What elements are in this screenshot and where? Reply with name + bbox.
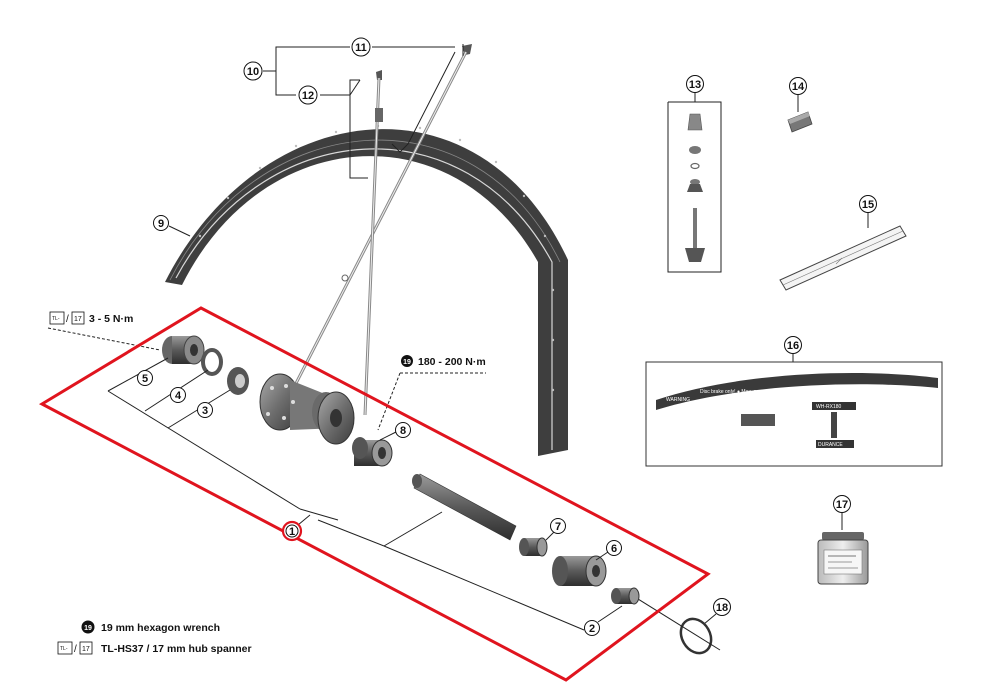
bearing-part-3 xyxy=(227,367,249,395)
hub-assembly xyxy=(47,327,640,631)
torque-lockring: TL- / 17 3 - 5 N·m xyxy=(49,311,133,325)
svg-text:/: / xyxy=(74,644,77,655)
callout-8-label: 8 xyxy=(400,425,406,437)
callout-6-label: 6 xyxy=(611,543,617,555)
legend-spanner-label: TL-HS37 / 17 mm hub spanner xyxy=(101,643,252,655)
spacer-part-7 xyxy=(519,537,548,557)
spoke-bracket-11 xyxy=(391,51,456,153)
callout-18[interactable]: 18 xyxy=(713,598,731,616)
callout-16-label: 16 xyxy=(787,340,799,352)
callout-12-label: 12 xyxy=(302,90,314,102)
decal-brand: DURANCE xyxy=(818,442,843,448)
legend-hex-label: 19 mm hexagon wrench xyxy=(101,622,220,634)
highlight-frame xyxy=(38,306,711,682)
spoke-bracket-12 xyxy=(349,79,368,179)
tire-valve-nut-part-14 xyxy=(787,94,813,133)
cassette-body-part-6 xyxy=(552,555,607,587)
callout-13[interactable]: 13 xyxy=(686,75,704,93)
decal-brand-plate xyxy=(816,440,854,448)
torque-axle-value: 180 - 200 N·m xyxy=(418,356,486,368)
valve-set-frame xyxy=(667,101,722,273)
svg-text:/: / xyxy=(66,314,69,325)
callout-17[interactable]: 17 xyxy=(833,495,851,513)
callout-14[interactable]: 14 xyxy=(789,77,807,95)
decal-warning: WARNING xyxy=(666,397,690,403)
callout-15-label: 15 xyxy=(862,199,874,211)
callout-18-label: 18 xyxy=(716,602,728,614)
callout-15[interactable]: 15 xyxy=(859,195,877,213)
callout-4-label: 4 xyxy=(175,390,182,402)
callout-5-label: 5 xyxy=(142,373,148,385)
callouts: 1 2 3 4 5 6 7 8 xyxy=(137,37,877,636)
callout-11-label: 11 xyxy=(355,42,367,54)
callout-9-label: 9 xyxy=(158,218,164,230)
legend-hex-icon: 19 xyxy=(81,620,95,634)
callout-16[interactable]: 16 xyxy=(784,336,802,354)
decal-panel-part-16: WARNING Disc brake only! ● Max. pressure… xyxy=(645,354,943,467)
callout-4[interactable]: 4 xyxy=(170,387,186,403)
spanner-tool-icon: TL- / 17 xyxy=(49,311,85,325)
rim-part-9 xyxy=(165,124,568,456)
decal-model-plate xyxy=(812,402,856,410)
lock-ring-part-5 xyxy=(162,335,205,365)
decal-model: WH-RX180 xyxy=(816,404,842,410)
svg-text:17: 17 xyxy=(82,646,90,653)
callout-7[interactable]: 7 xyxy=(550,518,566,534)
callout-1[interactable]: 1 xyxy=(281,520,303,542)
spoke-callout-tree xyxy=(263,46,455,96)
end-cap-part-2 xyxy=(611,587,640,605)
callout-14-label: 14 xyxy=(792,81,805,93)
callout-1-label: 1 xyxy=(289,526,295,538)
callout-10[interactable]: 10 xyxy=(243,61,263,81)
callout-12[interactable]: 12 xyxy=(298,85,318,105)
spoke-11 xyxy=(288,44,472,396)
decal-warning-message: Disc brake only! ● Max. pressure: 5bar /… xyxy=(700,389,802,395)
valve-set-part-13 xyxy=(667,92,722,273)
torque-hex-badge: 19 xyxy=(403,359,411,366)
callout-2[interactable]: 2 xyxy=(584,620,600,636)
callout-11[interactable]: 11 xyxy=(351,37,371,57)
freehub-part-8 xyxy=(352,437,393,467)
callout-6[interactable]: 6 xyxy=(606,540,622,556)
callout-13-label: 13 xyxy=(689,79,701,91)
rim-tape-part-15 xyxy=(779,212,907,291)
spokes-assembly xyxy=(288,44,472,416)
tool-legend: 19 19 mm hexagon wrench TL- / 17 TL-HS37… xyxy=(57,620,252,655)
dust-cap-part-4 xyxy=(201,348,223,376)
hex-wrench-icon: 19 xyxy=(401,355,413,367)
torque-lockring-value: 3 - 5 N·m xyxy=(89,313,133,325)
svg-text:TL-: TL- xyxy=(52,316,60,322)
svg-text:17: 17 xyxy=(74,316,82,323)
hub-body xyxy=(259,373,355,445)
decal-label-chip xyxy=(741,414,775,426)
callout-7-label: 7 xyxy=(555,521,561,533)
spoke-12 xyxy=(363,70,383,416)
grease-jar-part-17 xyxy=(817,512,869,585)
callout-10-label: 10 xyxy=(247,66,259,78)
legend-spanner-icon: TL- / 17 xyxy=(57,641,93,655)
legend-hex-badge: 19 xyxy=(84,625,92,632)
o-ring-part-18 xyxy=(629,593,721,655)
callout-17-label: 17 xyxy=(836,499,848,511)
torque-axle: 19 180 - 200 N·m xyxy=(401,355,486,368)
svg-text:TL-: TL- xyxy=(60,646,68,652)
axle xyxy=(412,473,517,541)
callout-5[interactable]: 5 xyxy=(137,370,153,386)
callout-8[interactable]: 8 xyxy=(395,422,411,438)
callout-3-label: 3 xyxy=(202,405,208,417)
callout-9[interactable]: 9 xyxy=(153,215,191,237)
callout-3[interactable]: 3 xyxy=(197,402,213,418)
callout-2-label: 2 xyxy=(589,623,595,635)
